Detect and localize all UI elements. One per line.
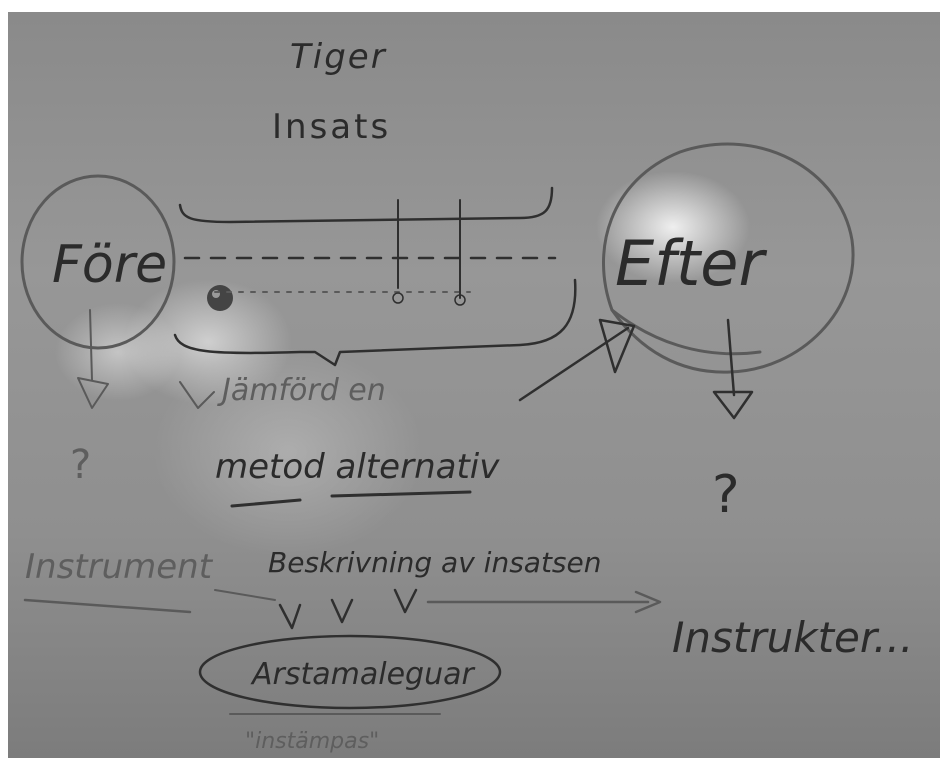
instrument-label: Instrument (25, 547, 214, 587)
below-oval-label: "instämpas" (245, 729, 379, 754)
magnet-icon (207, 285, 233, 311)
method-line-2: metod alternativ (215, 447, 500, 487)
question-right: ? (712, 465, 740, 525)
top-word-2: Insats (272, 107, 391, 147)
top-word-1: Tiger (290, 37, 387, 77)
center-oval-label: Arstamaleguar (250, 657, 475, 692)
before-label: Före (52, 235, 167, 295)
description-label: Beskrivning av insatsen (268, 546, 601, 579)
after-label: Efter (615, 227, 767, 300)
question-left: ? (70, 442, 91, 488)
right-word: Instrukter... (672, 613, 913, 662)
method-line-1: Jämförd en (217, 373, 386, 408)
